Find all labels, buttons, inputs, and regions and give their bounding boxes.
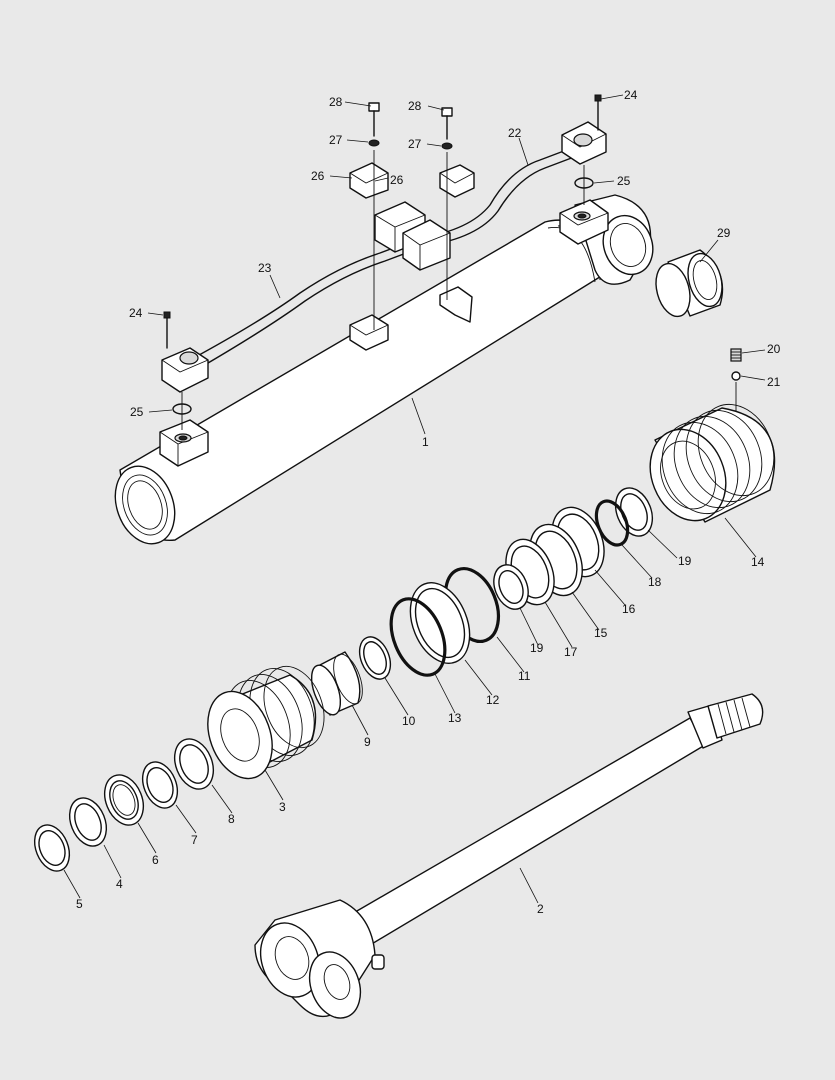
callout-2: 2 <box>537 902 544 916</box>
callout-12: 12 <box>486 693 500 707</box>
callout-25-left: 25 <box>130 405 144 419</box>
callout-5: 5 <box>76 897 83 911</box>
callout-27-left: 27 <box>329 133 343 147</box>
clamp-upper-block-right <box>402 219 451 271</box>
bolt-24-right <box>594 94 602 131</box>
ring-10 <box>358 636 392 680</box>
callout-9: 9 <box>364 735 371 749</box>
bolt-28-right <box>441 107 453 300</box>
callout-19-right: 19 <box>678 554 692 568</box>
callout-27-right: 27 <box>408 137 422 151</box>
clamp-lower-right <box>439 286 473 323</box>
piston <box>649 403 776 523</box>
callout-13: 13 <box>448 711 462 725</box>
seal-4 <box>68 797 108 847</box>
port-block-left <box>159 419 209 467</box>
callout-7: 7 <box>191 833 198 847</box>
callout-14: 14 <box>751 555 765 569</box>
callout-labels: 28 27 26 26 28 27 22 24 25 29 23 24 25 1… <box>76 88 781 916</box>
clamp-half-right <box>439 164 475 198</box>
callout-29: 29 <box>717 226 731 240</box>
callout-24-right: 24 <box>624 88 638 102</box>
callout-25-right: 25 <box>617 174 631 188</box>
callout-26-left: 26 <box>311 169 325 183</box>
callout-4: 4 <box>116 877 123 891</box>
ring-13 <box>389 597 447 677</box>
callout-16: 16 <box>622 602 636 616</box>
callout-1: 1 <box>422 435 429 449</box>
bolt-28-left <box>368 102 380 330</box>
pipe-23 <box>189 237 426 371</box>
callout-24-left: 24 <box>129 306 143 320</box>
callout-21: 21 <box>767 375 781 389</box>
callout-8: 8 <box>228 812 235 826</box>
seal-7 <box>141 761 179 809</box>
callout-10: 10 <box>402 714 416 728</box>
rod-cover <box>207 665 325 780</box>
seal-6 <box>103 774 145 826</box>
port-block-right <box>559 199 609 245</box>
ball-21 <box>731 371 741 381</box>
clamp-lower-left <box>349 314 389 351</box>
bushing-9 <box>310 651 363 716</box>
callout-3: 3 <box>279 800 286 814</box>
callout-20: 20 <box>767 342 781 356</box>
clamp-half-left <box>349 162 389 199</box>
callout-19-left: 19 <box>530 641 544 655</box>
flange-right <box>561 121 607 165</box>
bolt-24-left <box>163 311 171 349</box>
callout-11: 11 <box>518 669 531 683</box>
callout-23: 23 <box>258 261 272 275</box>
flange-left <box>161 347 209 393</box>
callout-15: 15 <box>594 626 608 640</box>
seal-8 <box>173 738 215 790</box>
ring-19-left <box>493 564 529 610</box>
ring-12 <box>409 582 471 664</box>
bushing <box>655 249 724 318</box>
callout-22: 22 <box>508 126 522 140</box>
ring-18 <box>594 499 630 547</box>
callout-28-left: 28 <box>329 95 343 109</box>
callout-28-right: 28 <box>408 99 422 113</box>
seal-5 <box>33 824 71 872</box>
callout-18: 18 <box>648 575 662 589</box>
piston-rod <box>254 693 764 1019</box>
set-screw-20 <box>730 348 742 362</box>
leader-lines <box>63 94 766 904</box>
ring-19-right <box>614 487 654 537</box>
callout-6: 6 <box>152 853 159 867</box>
callout-17: 17 <box>564 645 578 659</box>
callout-26-right: 26 <box>390 173 404 187</box>
